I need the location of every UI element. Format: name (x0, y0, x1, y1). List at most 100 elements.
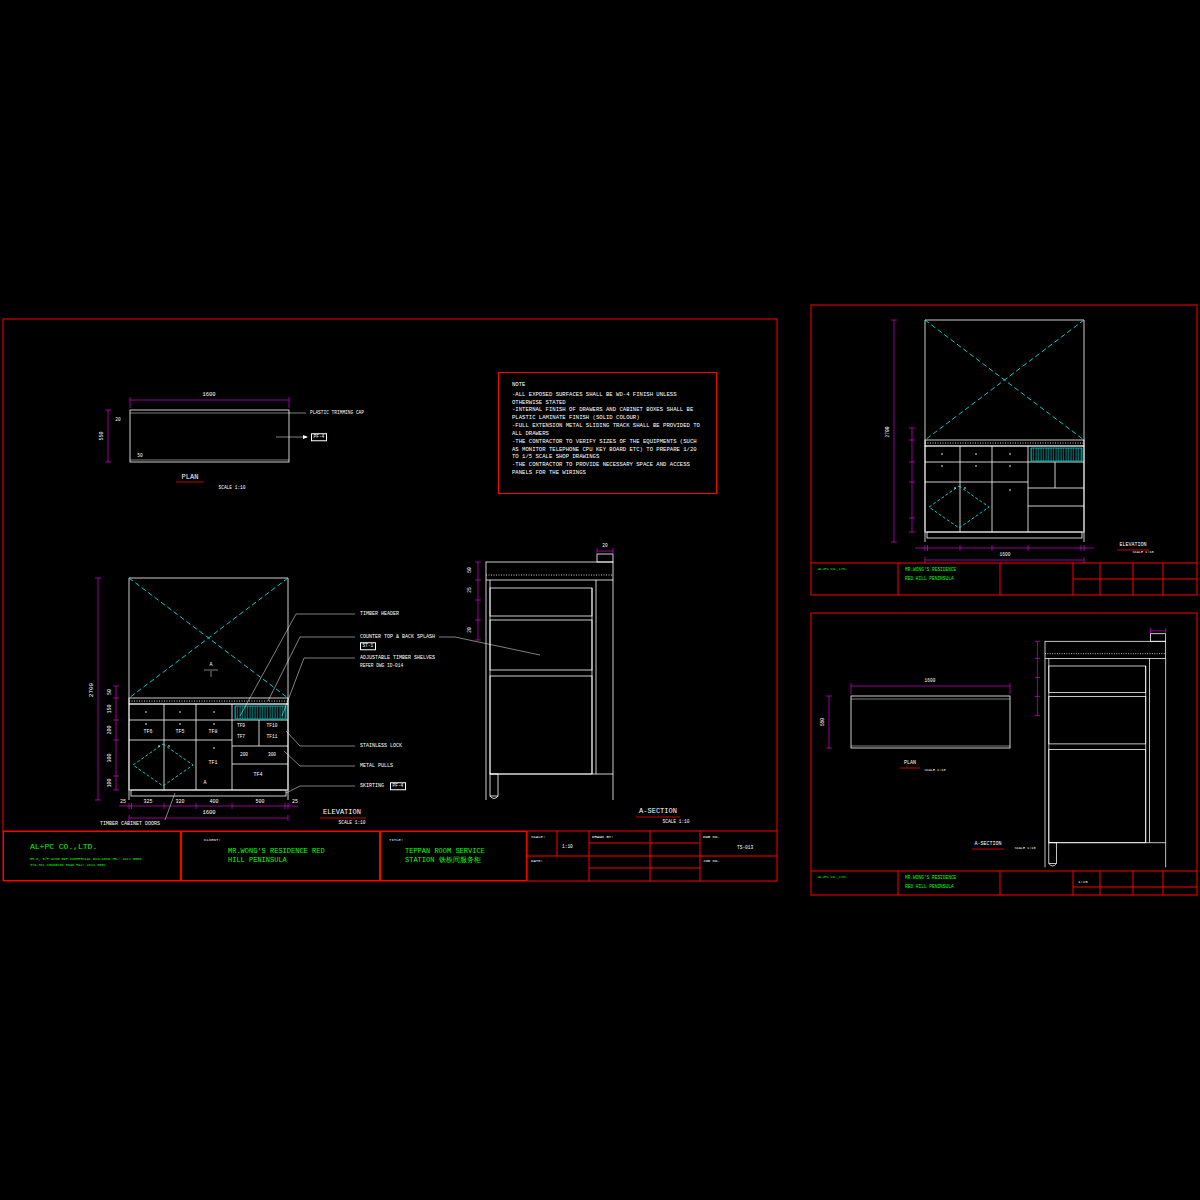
drawing-label: TF11 (267, 735, 278, 740)
drawing-label: 1600 (1000, 553, 1011, 558)
drawing-label: TF9 (237, 724, 245, 729)
plan-view (826, 683, 1010, 748)
drawing-label: 320 (175, 800, 184, 805)
drawing-label: TS-013 (737, 846, 753, 851)
drawing-label: TF1 (208, 761, 217, 766)
drawing-label: METAL PULLS (360, 764, 393, 769)
drawing-label: MR.WONG'S RESIDENCE (905, 568, 956, 573)
dimension-text: 300 (108, 753, 113, 762)
drawing-label: SCALE 1:10 (338, 821, 365, 826)
drawing-label: ADJUSTABLE TIMBER SHELVES (360, 656, 435, 661)
drawing-label: 1600 (202, 810, 215, 816)
dimension-text: 50 (108, 689, 113, 695)
dimension-text: 25 (468, 587, 473, 592)
drawing-label: SCALE 1:10 (1014, 847, 1035, 851)
drawing-label: TF10 (267, 724, 278, 729)
drawing-label: SCALE 1:10 (218, 486, 245, 491)
section-view (1035, 628, 1166, 867)
company-name: AL+PC CO.,LTD. (30, 841, 172, 852)
drawing-label: 300 (268, 753, 276, 758)
drawing-label: 1600 (202, 392, 215, 398)
dimension-text: 50 (468, 567, 473, 572)
client-name: MR.WONG'S RESIDENCE RED HILL PENINSULA (228, 847, 328, 867)
drawing-title: TEPPAN ROOM SERVICE STATION 铁板间服务柜 (405, 847, 505, 867)
material-tag: PF-4 (390, 782, 406, 790)
drawing-label: TF8 (208, 730, 217, 735)
drawing-label: 1:10 (562, 845, 573, 850)
drawing-label: 20 (602, 544, 607, 549)
dimension-text: 2700 (89, 683, 95, 697)
field-caption: CLIENT: (204, 838, 371, 844)
drawing-label: PLAN (904, 761, 916, 766)
drawing-label: A-SECTION (974, 842, 1001, 847)
drawing-label: PLAN (182, 474, 199, 481)
drawing-label: 25 (120, 800, 126, 805)
leader-arrow (303, 435, 308, 439)
drawing-label: TF4 (253, 773, 262, 778)
note-heading: NOTE (512, 381, 706, 389)
company-address: RM.8, 5/F WING GAP COMMERCIAL BUILDING T… (30, 857, 172, 862)
drawing-label: ELEVATION (1119, 543, 1146, 548)
drawing-label: REFER DWG ID-014 (360, 664, 403, 669)
title-cell: TITLE: TEPPAN ROOM SERVICE STATION 铁板间服务柜 (380, 831, 527, 881)
drawing-label: SCALE 1:10 (662, 820, 689, 825)
dimension-text: 2700 (886, 427, 891, 438)
drawing-label: SKIRTING (360, 784, 384, 789)
dimension-text: 20 (468, 627, 473, 632)
drawing-label: 1600 (925, 679, 936, 684)
drawing-label: A-SECTION (639, 808, 677, 815)
elevation-view (95, 578, 298, 821)
drawing-label: TIMBER HEADER (360, 612, 399, 617)
leader-lines (165, 413, 540, 820)
drawing-label: SCALE: (531, 835, 545, 839)
drawing-label: A (203, 781, 206, 786)
drawing-label: 20 (115, 418, 120, 423)
drawing-label: COUNTER TOP & BACK SPLASH (360, 635, 435, 640)
field-caption: TITLE: (389, 838, 518, 844)
drawing-label: JOB NO. (703, 859, 720, 863)
drawing-label: 325 (143, 800, 152, 805)
note-item: -THE CONTRACTOR TO PROVIDE NECESSARY SPA… (512, 461, 706, 477)
drawing-label: 25 (292, 800, 298, 805)
drawing-label: SCALE 1:10 (924, 769, 945, 773)
drawing-label: A (209, 663, 212, 668)
dimension-text: 100 (108, 778, 113, 787)
section-view (475, 548, 613, 800)
drawing-label: 1:10 (1078, 880, 1088, 884)
dimension-text: 200 (108, 725, 113, 734)
company-address: 379-381 CHANGSHA ROAD FAX: 2811 0001 (30, 863, 172, 868)
material-tag: ST-1 (360, 642, 376, 650)
drawing-label: DRAWN BY: (592, 835, 614, 839)
drawing-label: TIMBER CABINET DOORS (100, 822, 160, 827)
drawing-label: RED HILL PENINSULA (905, 577, 954, 582)
drawing-label: TF7 (237, 735, 245, 740)
note-item: -ALL EXPOSED SURFACES SHALL BE WD-4 FINI… (512, 391, 706, 407)
drawing-label: 200 (240, 753, 248, 758)
drawing-label: 400 (209, 800, 218, 805)
note-item: -FULL EXTENSION METAL SLIDING TRACK SHAL… (512, 422, 706, 438)
drawing-label: ELEVATION (323, 809, 361, 816)
drawing-label: MR.WONG'S RESIDENCE (905, 876, 956, 881)
elevation-view (891, 320, 1094, 563)
drawing-label: STAINLESS LOCK (360, 744, 402, 749)
drawing-label: DATE: (531, 859, 543, 863)
plan-view (105, 397, 289, 462)
dimension-text: 550 (821, 718, 826, 726)
sheet-frames (3, 305, 1197, 895)
drawing-label: PLASTIC TRIMMING CAP (310, 411, 364, 416)
drawing-label: 500 (255, 800, 264, 805)
client-cell: CLIENT: MR.WONG'S RESIDENCE RED HILL PENI… (181, 831, 380, 881)
drawing-label: 50 (137, 454, 142, 459)
dimension-text: 550 (100, 431, 105, 440)
drawing-label: TF6 (143, 730, 152, 735)
material-tag: PF-4 (311, 433, 327, 441)
company-cell: AL+PC CO.,LTD. RM.8, 5/F WING GAP COMMERC… (3, 831, 181, 881)
drawing-label: AL+PC CO.,LTD. (818, 568, 847, 572)
drawing-label: RED HILL PENINSULA (905, 885, 954, 890)
drawing-label: AL+PC CO.,LTD. (818, 876, 847, 880)
dimension-text: 150 (108, 704, 113, 713)
title-underlines (176, 482, 1149, 849)
drawing-label: SCALE 1:10 (1132, 551, 1153, 555)
